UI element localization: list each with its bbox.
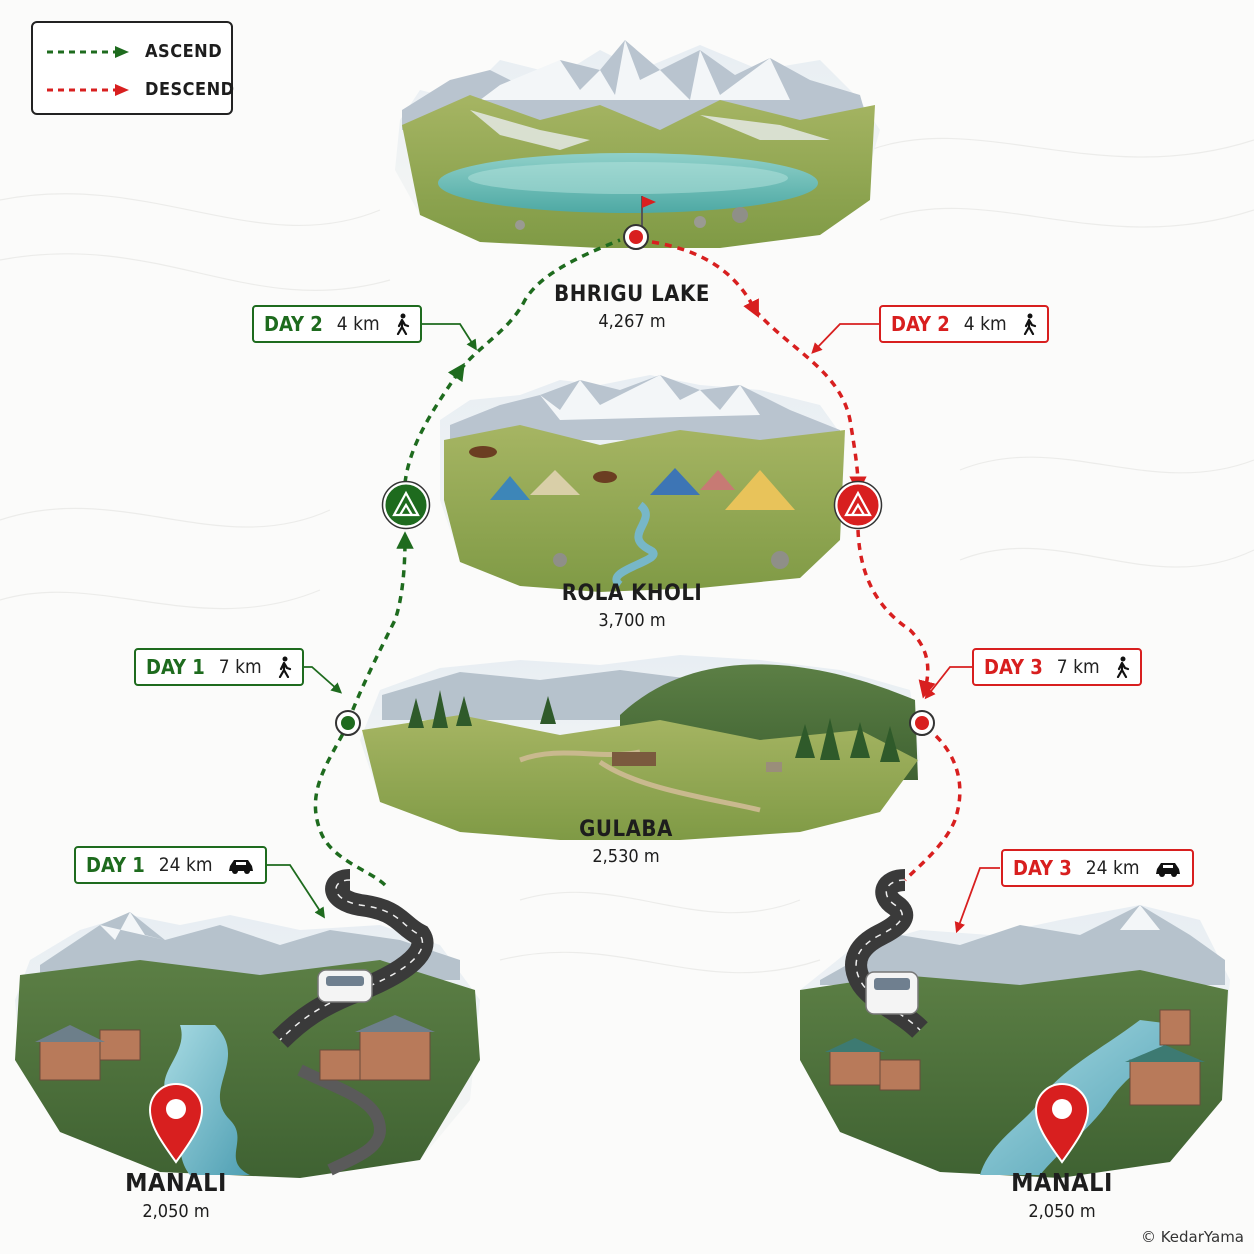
contour-lines bbox=[0, 137, 1254, 974]
location-label-manali-start: MANALI 2,050 m bbox=[125, 1168, 227, 1222]
descend-route bbox=[651, 240, 962, 882]
location-name: GULABA bbox=[579, 817, 673, 842]
green-dashed-arrow-icon bbox=[47, 45, 129, 58]
location-label-bhrigu-lake: BHRIGU LAKE 4,267 m bbox=[554, 282, 710, 332]
segment-day: DAY 3 bbox=[1013, 856, 1072, 880]
location-altitude: 3,700 m bbox=[598, 610, 666, 631]
hiker-icon bbox=[1116, 656, 1129, 678]
legend-ascend: ASCEND bbox=[45, 41, 222, 62]
copyright-text: © KedarYama bbox=[1140, 1228, 1244, 1246]
bhrigu-lake-illustration bbox=[395, 40, 880, 248]
location-label-rola-kholi: ROLA KHOLI 3,700 m bbox=[562, 581, 703, 631]
segment-ascend-day2-trek[interactable]: DAY 2 4 km bbox=[252, 305, 422, 343]
camp-tent-icon[interactable] bbox=[833, 480, 883, 530]
location-pin-icon[interactable] bbox=[1034, 1083, 1090, 1164]
car-icon bbox=[228, 860, 253, 874]
ascend-route bbox=[313, 238, 621, 887]
segment-descend-day3-trek[interactable]: DAY 3 7 km bbox=[972, 648, 1142, 686]
location-pin-icon[interactable] bbox=[148, 1083, 204, 1164]
location-altitude: 2,530 m bbox=[592, 846, 660, 867]
segment-day: DAY 2 bbox=[891, 312, 950, 336]
manali-start-illustration bbox=[15, 869, 480, 1178]
waypoint-dot-icon[interactable] bbox=[335, 710, 361, 736]
hiker-icon bbox=[1023, 313, 1036, 335]
segment-descend-day3-drive[interactable]: DAY 3 24 km bbox=[1001, 849, 1194, 887]
location-name: BHRIGU LAKE bbox=[554, 282, 710, 307]
legend: ASCEND DESCEND bbox=[31, 21, 235, 115]
gulaba-illustration bbox=[360, 655, 920, 840]
location-name: ROLA KHOLI bbox=[561, 581, 703, 606]
legend-ascend-label: ASCEND bbox=[145, 41, 223, 62]
segment-distance: 7 km bbox=[1056, 656, 1100, 678]
segment-descend-day2-trek[interactable]: DAY 2 4 km bbox=[879, 305, 1049, 343]
red-flag-icon[interactable] bbox=[623, 196, 656, 250]
camp-tent-icon[interactable] bbox=[381, 480, 431, 530]
location-altitude: 4,267 m bbox=[598, 311, 666, 332]
red-dashed-arrow-icon bbox=[47, 83, 129, 96]
legend-descend: DESCEND bbox=[45, 79, 235, 100]
segment-ascend-day1-trek[interactable]: DAY 1 7 km bbox=[134, 648, 304, 686]
car-icon bbox=[1155, 863, 1180, 877]
location-name: MANALI bbox=[1011, 1168, 1113, 1197]
segment-distance: 4 km bbox=[336, 313, 380, 335]
rola-kholi-illustration bbox=[440, 375, 845, 592]
location-altitude: 2,050 m bbox=[142, 1201, 210, 1222]
legend-descend-label: DESCEND bbox=[145, 79, 235, 100]
location-label-manali-end: MANALI 2,050 m bbox=[1011, 1168, 1113, 1222]
segment-day: DAY 2 bbox=[264, 312, 323, 336]
segment-day: DAY 1 bbox=[146, 655, 205, 679]
hiker-icon bbox=[396, 313, 409, 335]
segment-day: DAY 1 bbox=[86, 853, 145, 877]
hiker-icon bbox=[278, 656, 291, 678]
waypoint-dot-icon[interactable] bbox=[909, 710, 935, 736]
location-label-gulaba: GULABA 2,530 m bbox=[579, 817, 673, 867]
segment-distance: 24 km bbox=[1085, 857, 1140, 879]
manali-end-illustration bbox=[800, 869, 1230, 1178]
segment-distance: 7 km bbox=[218, 656, 262, 678]
segment-distance: 24 km bbox=[158, 854, 213, 876]
segment-distance: 4 km bbox=[963, 313, 1007, 335]
segment-ascend-day1-drive[interactable]: DAY 1 24 km bbox=[74, 846, 267, 884]
location-altitude: 2,050 m bbox=[1028, 1201, 1096, 1222]
location-name: MANALI bbox=[125, 1168, 227, 1197]
segment-day: DAY 3 bbox=[984, 655, 1043, 679]
